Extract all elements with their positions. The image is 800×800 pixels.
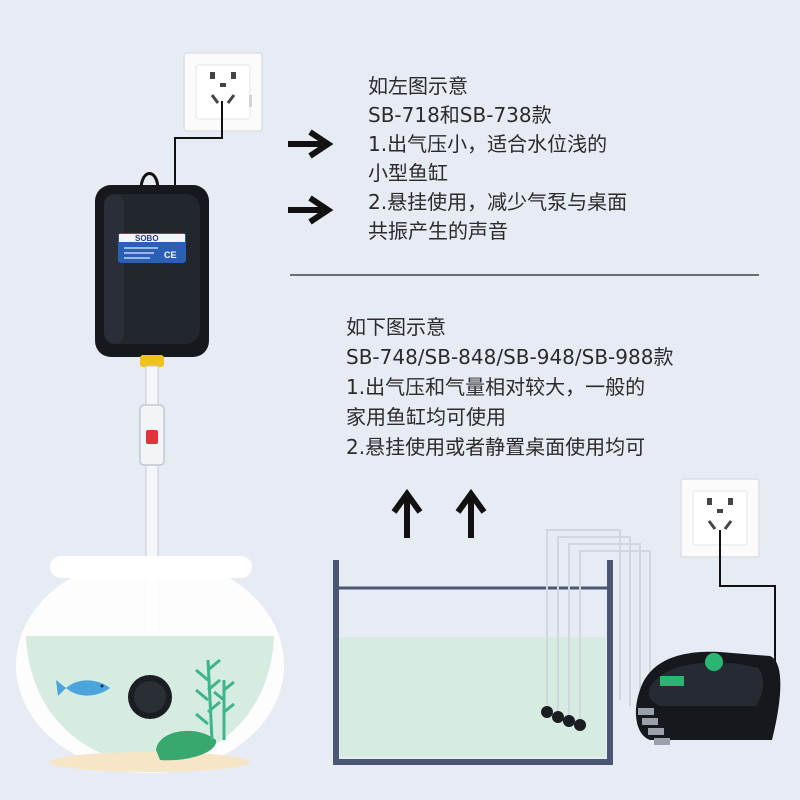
bottom-description: 如下图示意 SB-748/SB-848/SB-948/SB-988款 1.出气压… — [346, 312, 673, 462]
wall-socket-right — [680, 478, 760, 558]
top-line-3: 1.出气压小，适合水位浅的 — [368, 132, 608, 156]
power-cable-left — [174, 101, 223, 190]
pump-ce-label: CE — [164, 250, 177, 260]
air-pump-small: SOBO CE — [95, 185, 209, 367]
pump-brand-label: SOBO — [135, 234, 159, 243]
top-line-4: 小型鱼缸 — [368, 161, 448, 185]
bottom-line-3: 1.出气压和气量相对较大，一般的 — [346, 375, 646, 399]
bottom-line-4: 家用鱼缸均可使用 — [346, 405, 506, 429]
bottom-line-2: SB-748/SB-848/SB-948/SB-988款 — [346, 345, 674, 369]
arrow-right-1 — [288, 129, 334, 159]
bottom-line-1: 如下图示意 — [346, 315, 446, 339]
aquarium-tank — [333, 560, 613, 765]
top-description: 如左图示意 SB-718和SB-738款 1.出气压小，适合水位浅的 小型鱼缸 … — [368, 72, 627, 246]
air-pump-large — [635, 651, 781, 745]
top-line-1: 如左图示意 — [368, 74, 468, 98]
fish-bowl — [16, 556, 284, 773]
top-line-5: 2.悬挂使用，减少气泵与桌面 — [368, 190, 628, 214]
aquarium-plant — [195, 658, 235, 741]
wall-socket-top — [183, 52, 263, 132]
top-line-2: SB-718和SB-738款 — [368, 103, 552, 127]
bottom-line-5: 2.悬挂使用或者静置桌面使用均可 — [346, 435, 646, 459]
check-valve-red — [146, 430, 158, 444]
air-tubes-bundle — [546, 529, 651, 724]
fish — [56, 680, 110, 696]
arrow-up-1 — [391, 488, 423, 538]
air-stones-small — [541, 706, 586, 731]
arrow-right-2 — [288, 195, 334, 225]
top-line-6: 共振产生的声音 — [368, 219, 508, 243]
rock — [156, 730, 217, 761]
arrow-up-2 — [455, 488, 487, 538]
